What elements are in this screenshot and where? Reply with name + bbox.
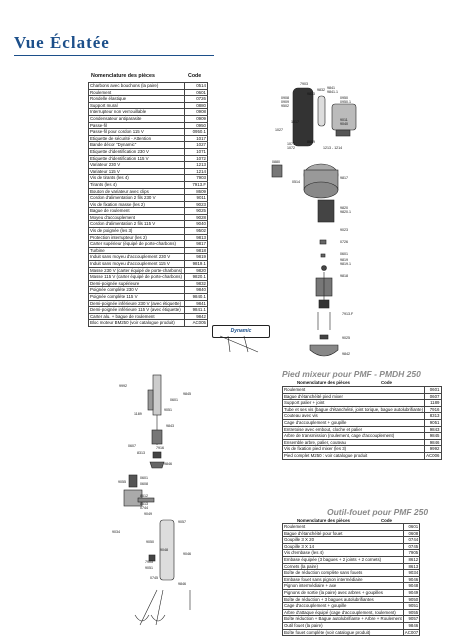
callout-label: 9051 xyxy=(145,566,153,570)
callout-label: 9846 xyxy=(178,582,186,586)
callout-label: 9843 xyxy=(166,424,174,428)
callout-label: 9011 xyxy=(340,118,348,122)
wf-diagram-lines xyxy=(123,474,191,626)
callout-label: 0726 xyxy=(340,240,348,244)
callout-label: 1071 xyxy=(287,142,295,146)
part-code: AC007 xyxy=(402,628,421,637)
callout-label: 8609 xyxy=(307,140,315,144)
callout-label: 0601 xyxy=(140,476,148,480)
callout-label: 8613 xyxy=(140,502,148,506)
callout-label: 1213 - 1214 xyxy=(323,146,343,150)
callout-label: 0880 xyxy=(272,160,280,164)
page-title: Vue Éclatée xyxy=(14,33,110,52)
callout-label: 7916 xyxy=(156,446,164,450)
callout-label: 9055 xyxy=(118,480,126,484)
callout-label: 9025 xyxy=(342,336,350,340)
callout-label: 9820 xyxy=(340,206,348,210)
table-row: Pied complet M250 : voir catalogue produ… xyxy=(281,451,442,460)
handle-half-shape xyxy=(317,95,326,127)
callout-label: 9049 xyxy=(144,512,152,516)
callout-label: 9048 xyxy=(160,548,168,552)
pmf-section-title: Pied mixeur pour PMF - PMDH 250 xyxy=(282,369,421,379)
pmf-table-header-name: Nomenclature des pièces xyxy=(297,380,350,385)
callout-label: 9813 xyxy=(307,92,315,96)
callout-label: 0744 xyxy=(140,506,148,510)
callout-label: 9845 xyxy=(183,392,191,396)
callout-label: 9841 xyxy=(327,86,335,90)
callout-label: 9050 xyxy=(146,540,154,544)
callout-label: 9817 xyxy=(340,176,348,180)
callout-label: 9846 xyxy=(164,462,172,466)
callout-label: 0514 xyxy=(292,180,300,184)
table-row: Boîte fouet complète (voir catalogue pro… xyxy=(282,628,421,637)
title-rule xyxy=(14,55,214,56)
callout-label: 9819 xyxy=(340,258,348,262)
wf-section-title: Outil-fouet pour PMF 250 xyxy=(327,507,429,517)
callout-label: 9832 xyxy=(317,88,325,92)
wf-table-header-name: Nomenclature des pièces xyxy=(297,518,350,523)
callout-label: 7913.F xyxy=(342,312,354,316)
pmf-diagram-lines xyxy=(147,374,165,469)
callout-label: 0601 xyxy=(340,252,348,256)
callout-label: 0908 xyxy=(281,96,289,100)
callout-label: 9842 xyxy=(342,352,350,356)
callout-label: 1072 xyxy=(287,146,295,150)
callout-label: 9057 xyxy=(178,520,186,524)
callout-label: 0607 xyxy=(128,444,136,448)
callout-label: 0909 xyxy=(281,100,289,104)
part-code: AC006 xyxy=(424,451,442,460)
callout-label: 9034 xyxy=(112,530,120,534)
callout-label: 0608 xyxy=(140,482,148,486)
callout-label: 9051 xyxy=(164,408,172,412)
main-table-header-name: Nomenclature des pièces xyxy=(91,73,155,79)
alu-housing-shape xyxy=(309,344,339,357)
callout-label: 9023 xyxy=(340,228,348,232)
top-diagram-lines xyxy=(219,87,357,357)
main-table-header-code: Code xyxy=(188,73,202,79)
callout-label: 9820.1 xyxy=(340,210,351,214)
pmf-table-header-code: Code xyxy=(381,380,392,385)
part-code: AC005 xyxy=(183,319,209,327)
callout-label: 0950 xyxy=(340,96,348,100)
switch-shape xyxy=(331,103,357,131)
callout-label: 0745 xyxy=(150,576,158,580)
callout-label: 0601 xyxy=(170,398,178,402)
callout-label: 1017 xyxy=(291,120,299,124)
brush-holder-shape xyxy=(317,199,335,223)
callout-label: 8612 xyxy=(140,494,148,498)
callout-label: 9819.1 xyxy=(340,262,351,266)
callout-label: 1189 xyxy=(134,412,142,416)
callout-label: 9040 xyxy=(340,122,348,126)
callout-label: 9992 xyxy=(119,384,127,388)
callout-label: 7905 xyxy=(145,560,153,564)
callout-label: 9502 xyxy=(281,104,289,108)
callout-label: 7903 xyxy=(300,82,308,86)
callout-label: 1027 xyxy=(275,128,283,132)
callout-label: 9046 xyxy=(183,552,191,556)
callout-label: 0950.1 xyxy=(340,100,351,104)
handle-shape xyxy=(292,87,314,147)
wf-table-header-code: Code xyxy=(381,518,392,523)
callout-label: 9818 xyxy=(340,274,348,278)
table-row: Bloc moteur BM250 (voir catalogue produi… xyxy=(88,319,209,327)
dynamic-badge: Dynamic xyxy=(212,325,270,338)
callout-label: 8313 xyxy=(137,451,145,455)
callout-label: 9841.1 xyxy=(327,90,338,94)
